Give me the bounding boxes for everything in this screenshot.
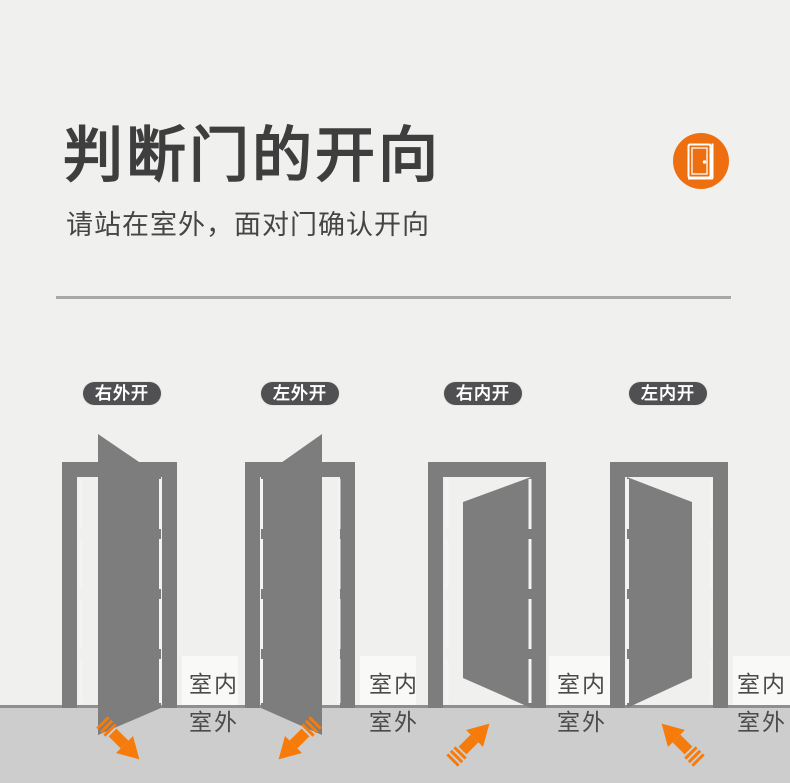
door-seam-dashes bbox=[79, 479, 162, 703]
door-icon bbox=[671, 131, 731, 191]
pill-right-outward: 右外开 bbox=[82, 381, 162, 406]
door-seam-dashes bbox=[626, 479, 713, 703]
door-diagram-left-inward bbox=[610, 462, 728, 770]
door-icon-glyph bbox=[687, 143, 714, 180]
door-panel bbox=[627, 477, 692, 708]
door-frame bbox=[610, 462, 728, 708]
door-knob-dot bbox=[702, 160, 707, 164]
section-divider bbox=[56, 296, 731, 299]
pill-left-inward: 左内开 bbox=[628, 381, 708, 406]
door-frame bbox=[428, 462, 546, 708]
outdoor-label-2: 室外 bbox=[369, 709, 419, 735]
ground-line bbox=[0, 705, 790, 708]
door-icon-circle bbox=[673, 133, 729, 189]
door-panel bbox=[261, 434, 322, 735]
door-diagram-right-inward bbox=[428, 462, 546, 770]
indoor-label-4: 室内 bbox=[737, 671, 787, 697]
door-diagram-right-outward bbox=[62, 434, 177, 768]
indoor-label-backgrounds bbox=[182, 656, 790, 705]
indoor-label-2: 室内 bbox=[369, 671, 419, 697]
pill-right-inward: 右内开 bbox=[443, 381, 523, 406]
door-panel bbox=[463, 477, 531, 708]
outdoor-label-4: 室外 bbox=[737, 709, 787, 735]
door-seam-dashes bbox=[260, 479, 341, 703]
door-frame bbox=[245, 462, 355, 708]
door-icon-graphic bbox=[673, 133, 729, 189]
door-panel bbox=[98, 434, 161, 735]
pill-left-outward: 左外开 bbox=[260, 381, 340, 406]
door-diagram-left-outward bbox=[245, 434, 355, 768]
indoor-label-1: 室内 bbox=[189, 671, 239, 697]
indoor-label-3: 室内 bbox=[557, 671, 607, 697]
outdoor-label-3: 室外 bbox=[557, 709, 607, 735]
outdoor-label-1: 室外 bbox=[189, 709, 239, 735]
page-subtitle: 请站在室外，面对门确认开向 bbox=[66, 210, 430, 240]
page-title: 判断门的开向 bbox=[63, 122, 441, 189]
door-seam-dashes bbox=[445, 479, 532, 703]
